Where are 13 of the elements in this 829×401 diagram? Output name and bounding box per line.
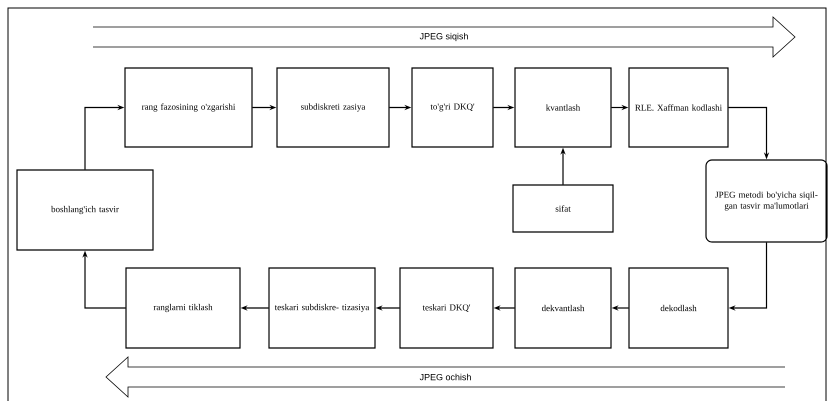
process-box: dekvantlash (514, 267, 612, 349)
process-box: RLE. Xaffman kodlashi (628, 67, 729, 148)
process-box: dekodlash (628, 267, 729, 349)
rounded-box: JPEG metodi bo'yicha siqil- gan tasvir ma'lumotlari (705, 159, 828, 243)
process-box: teskari DKQ' (399, 267, 494, 349)
input-box: sifat (512, 184, 614, 233)
process-box: ranglarni tiklash (125, 267, 241, 349)
process-box: rang fazosining o'zgarishi (124, 67, 253, 148)
process-box: to'g'ri DKQ' (411, 67, 494, 148)
process-box: subdiskreti zasiya (276, 67, 390, 148)
process-box: boshlang'ich tasvir (16, 169, 154, 251)
process-box: kvantlash (514, 67, 612, 148)
process-box: teskari subdiskre- tizasiya (268, 267, 376, 349)
